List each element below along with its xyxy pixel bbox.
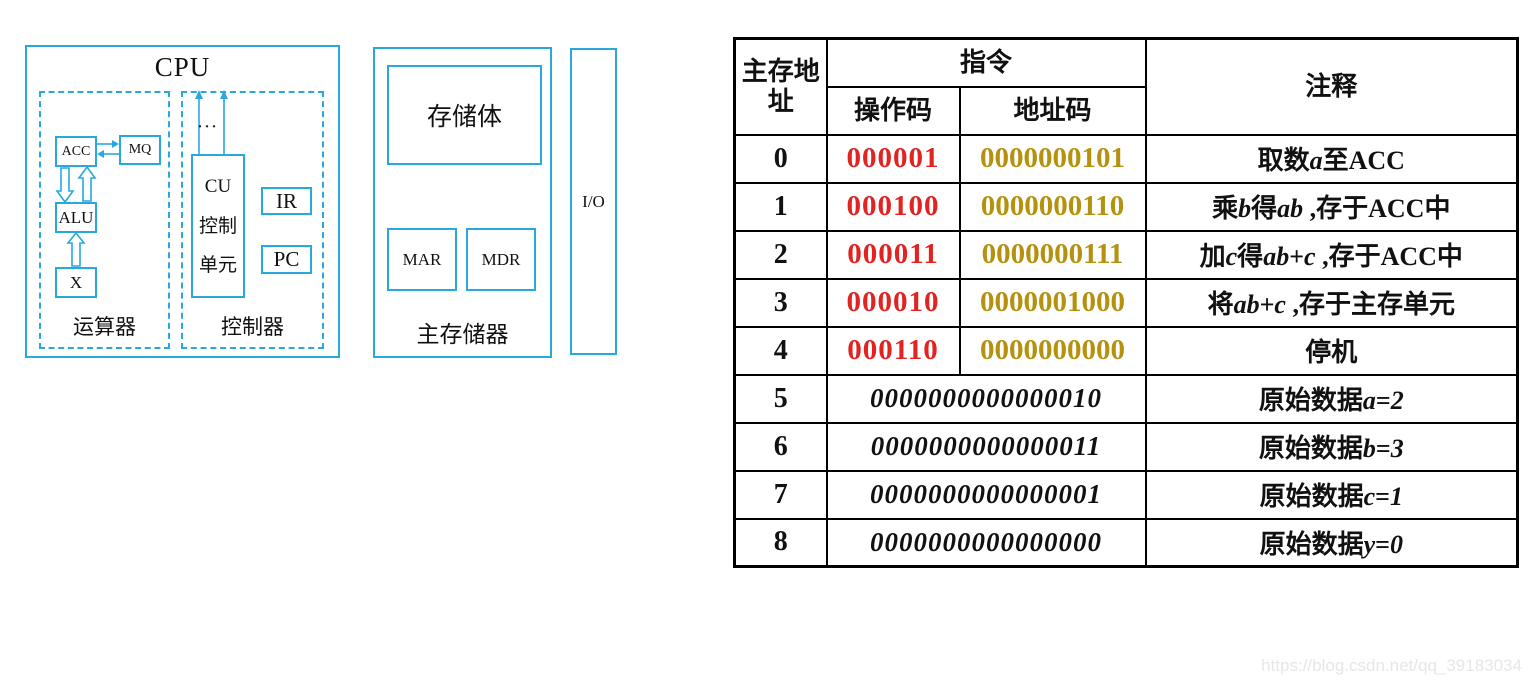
address-code-cell: 0000000110	[958, 181, 1147, 232]
cu-label-line3: 单元	[198, 255, 237, 277]
address-cell: 2	[733, 229, 828, 280]
arrow-x-to-alu	[66, 231, 86, 267]
arrow-acc-to-mq	[97, 140, 119, 148]
data-value-cell: 0000000000000001	[825, 469, 1147, 520]
arithmetic-unit-box	[39, 91, 170, 349]
comment-cell: 取数a至ACC	[1144, 133, 1519, 184]
cpu-title: CPU	[154, 51, 211, 82]
mq-register: MQ	[119, 135, 161, 165]
address-code-cell: 0000001000	[958, 277, 1147, 328]
main-memory-block: 存储体 MAR MDR 主存储器	[373, 47, 552, 358]
mar-register: MAR	[387, 228, 457, 291]
opcode-cell: 000100	[825, 181, 961, 232]
cu-label: CU	[204, 175, 232, 197]
header-address-code: 地址码	[958, 85, 1147, 136]
arrow-alu-to-acc	[77, 165, 97, 202]
header-main-memory-address: 主存地址	[733, 37, 828, 136]
opcode-cell: 000010	[825, 277, 961, 328]
header-comment: 注释	[1144, 37, 1519, 136]
cu-more-lines-dots: ···	[197, 118, 219, 135]
arrow-acc-to-alu	[55, 167, 75, 204]
ir-register: IR	[261, 187, 312, 215]
address-code-cell: 0000000101	[958, 133, 1147, 184]
mdr-register: MDR	[466, 228, 536, 291]
address-cell: 3	[733, 277, 828, 328]
watermark-url: https://blog.csdn.net/qq_39183034	[1261, 656, 1522, 675]
address-cell: 4	[733, 325, 828, 376]
cpu-block: CPU ACC MQ ALU X ··· CU 控制 单元 IR PC 运算器 …	[25, 45, 340, 358]
address-cell: 7	[733, 469, 828, 520]
arithmetic-unit-label: 运算器	[73, 315, 136, 339]
address-cell: 6	[733, 421, 828, 472]
cu-control-unit-box: CU 控制 单元	[191, 154, 245, 298]
comment-cell: 停机	[1144, 325, 1519, 376]
address-code-cell: 0000000111	[958, 229, 1147, 280]
data-value-cell: 0000000000000010	[825, 373, 1147, 424]
memory-bank-box: 存储体	[387, 65, 542, 165]
control-unit-label: 控制器	[221, 315, 284, 339]
cu-output-arrow-right	[220, 90, 228, 154]
control-unit-box	[181, 91, 324, 349]
header-instruction: 指令	[825, 37, 1147, 88]
io-block: I/O	[570, 48, 617, 355]
address-cell: 5	[733, 373, 828, 424]
comment-cell: 原始数据y=0	[1144, 517, 1519, 568]
address-cell: 0	[733, 133, 828, 184]
opcode-cell: 000001	[825, 133, 961, 184]
pc-register: PC	[261, 245, 312, 274]
address-cell: 1	[733, 181, 828, 232]
comment-cell: 原始数据a=2	[1144, 373, 1519, 424]
cu-output-arrow-left	[195, 90, 203, 154]
alu-box: ALU	[55, 202, 97, 233]
header-opcode: 操作码	[825, 85, 961, 136]
cpu-arrows-layer	[55, 90, 228, 267]
main-memory-label: 主存储器	[416, 322, 509, 347]
data-value-cell: 0000000000000000	[825, 517, 1147, 568]
arrow-mq-to-acc	[97, 150, 119, 158]
opcode-cell: 000110	[825, 325, 961, 376]
comment-cell: 乘b得ab ,存于ACC中	[1144, 181, 1519, 232]
data-value-cell: 0000000000000011	[825, 421, 1147, 472]
address-code-cell: 0000000000	[958, 325, 1147, 376]
cu-label-line2: 控制	[198, 215, 237, 237]
comment-cell: 原始数据c=1	[1144, 469, 1519, 520]
address-cell: 8	[733, 517, 828, 568]
opcode-cell: 000011	[825, 229, 961, 280]
comment-cell: 将ab+c ,存于主存单元	[1144, 277, 1519, 328]
x-register: X	[55, 267, 97, 298]
acc-register: ACC	[55, 136, 97, 167]
comment-cell: 加c得ab+c ,存于ACC中	[1144, 229, 1519, 280]
comment-cell: 原始数据b=3	[1144, 421, 1519, 472]
